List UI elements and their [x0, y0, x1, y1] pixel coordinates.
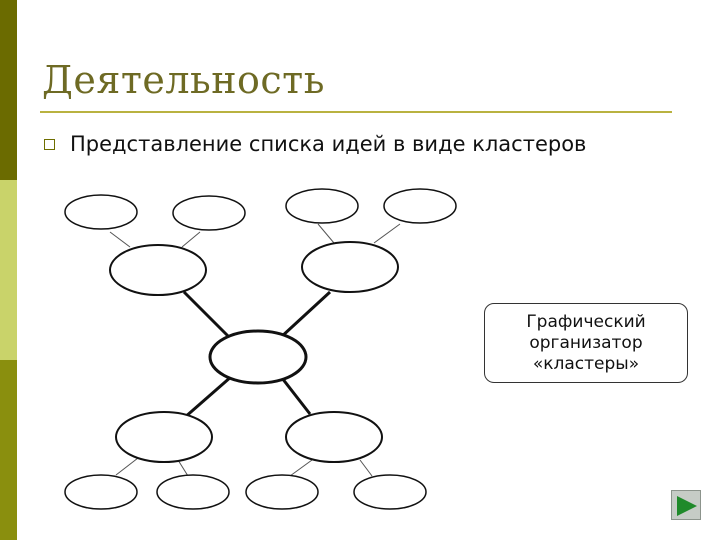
oval-top-1	[64, 194, 138, 230]
connector-thick	[278, 290, 332, 340]
oval-top-4	[383, 188, 457, 224]
connector-thick	[280, 377, 312, 415]
bullet-square-icon	[44, 139, 55, 150]
bullet-text: Представление списка идей в виде кластер…	[70, 132, 587, 156]
connector-thin	[109, 231, 131, 248]
next-slide-button[interactable]	[671, 490, 701, 520]
oval-bottom-3	[245, 474, 319, 510]
sidebar-stripe	[0, 0, 17, 540]
connector-thin	[359, 459, 373, 477]
connector-thin	[373, 223, 401, 244]
oval-mid-upper-left	[109, 244, 207, 296]
oval-mid-upper-right	[301, 241, 399, 293]
slide-title: Деятельность	[42, 58, 325, 102]
connector-thin	[289, 459, 313, 477]
oval-bottom-2	[156, 474, 230, 510]
play-triangle-icon	[677, 496, 697, 516]
sidebar-segment-bottom	[0, 360, 17, 540]
oval-top-3	[285, 188, 359, 224]
connector-thin	[177, 459, 189, 477]
title-divider	[40, 111, 672, 113]
oval-mid-lower-right	[285, 411, 383, 463]
connector-thin	[317, 223, 335, 244]
oval-top-2	[172, 195, 246, 231]
connector-thick	[182, 290, 234, 342]
callout-box: Графический организатор «кластеры»	[484, 303, 688, 383]
connector-thin	[115, 457, 139, 476]
oval-bottom-1	[64, 474, 138, 510]
sidebar-segment-top	[0, 0, 17, 180]
oval-center	[208, 329, 308, 385]
connector-thin	[181, 231, 201, 248]
oval-bottom-4	[353, 474, 427, 510]
sidebar-segment-middle	[0, 180, 17, 360]
oval-mid-lower-left	[115, 411, 213, 463]
connector-thick	[183, 374, 233, 420]
